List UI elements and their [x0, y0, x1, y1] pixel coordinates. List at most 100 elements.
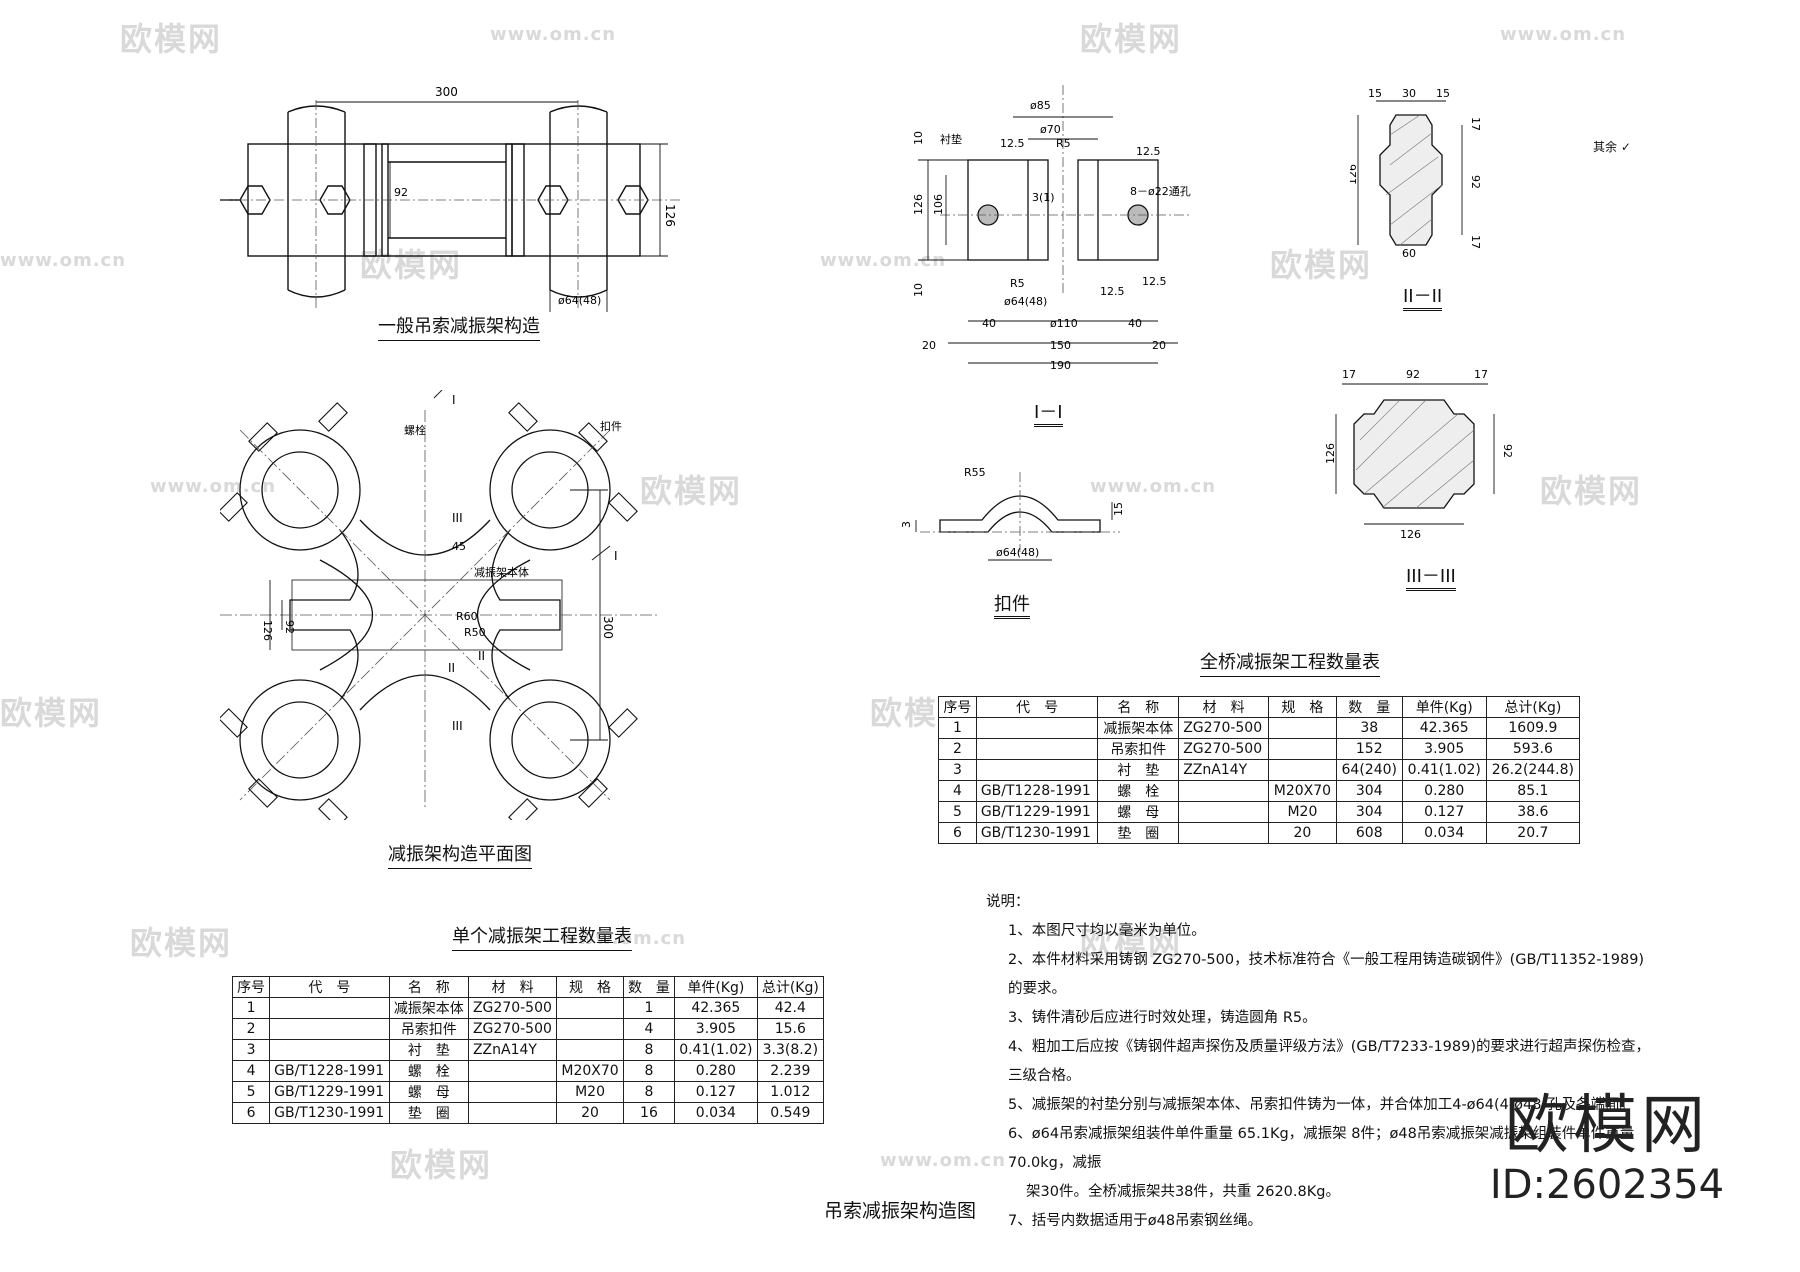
- sec1-dim-150: 150: [1050, 339, 1071, 352]
- table-cell: 0.41(1.02): [674, 1039, 758, 1061]
- sec1-rough: 12.5: [1000, 137, 1025, 150]
- table-cell: M20X70: [556, 1060, 624, 1082]
- sec3-dim-126: 126: [1400, 528, 1421, 541]
- table-cell: 38.6: [1485, 801, 1581, 823]
- plan-section-3: III: [452, 511, 463, 525]
- sec1-rough: 12.5: [1142, 275, 1167, 288]
- plan-clamp-label: 扣件: [600, 419, 622, 433]
- table-cell: [975, 759, 1099, 781]
- sec2-dim-92: 92: [1469, 175, 1482, 189]
- section-2-caption: II－II: [1403, 282, 1443, 311]
- table-cell: 20: [556, 1102, 624, 1124]
- sec1-r5: R5: [1056, 137, 1071, 150]
- plan-dim-126: 126: [261, 620, 274, 641]
- table-cell: [556, 997, 624, 1019]
- table-cell: [467, 1060, 558, 1082]
- table-cell: 3: [231, 1039, 271, 1061]
- surface-rest-note: 其余 ✓: [1593, 140, 1631, 154]
- table-cell: 1: [622, 997, 676, 1019]
- table-cell: [1178, 780, 1270, 802]
- sec1-dim-106: 106: [932, 194, 945, 215]
- plan-section-3: III: [452, 719, 463, 733]
- brand-logo-id: ID:2602354: [1489, 1162, 1725, 1208]
- table-cell: 4: [938, 780, 977, 802]
- sec1-liner: 衬垫: [940, 132, 962, 146]
- table-cell: 吊索扣件: [388, 1018, 469, 1040]
- table-cell: [556, 1018, 624, 1040]
- clamp-drawing: R55 15 3 ø64(48): [900, 466, 1125, 561]
- sec1-r5: R5: [1010, 277, 1025, 290]
- sec1-d110: ø110: [1050, 317, 1078, 330]
- table-cell: 15.6: [756, 1018, 825, 1040]
- table-cell: 减振架本体: [1097, 717, 1180, 739]
- table-cell: 8: [622, 1060, 676, 1082]
- table-header-row: 序号 代 号 名 称 材 料 规 格 数 量 单件(Kg) 总计(Kg): [231, 976, 825, 998]
- table-cell: GB/T1230-1991: [975, 822, 1099, 844]
- notes-block: 说明： 1、本图尺寸均以毫米为单位。 2、本件材料采用铸钢 ZG270-500，…: [978, 888, 1658, 1236]
- table-cell: GB/T1228-1991: [269, 1060, 390, 1082]
- table-cell: 衬 垫: [388, 1039, 469, 1061]
- table-cell: [1268, 738, 1337, 760]
- note-item: 架30件。全桥减振架共38件，共重 2620.8Kg。: [1026, 1184, 1340, 1200]
- sec2-dim-15: 15: [1436, 87, 1450, 100]
- table-cell: 1609.9: [1485, 717, 1581, 739]
- table-cell: ZG270-500: [1178, 717, 1270, 739]
- header-cell: 名 称: [388, 976, 469, 998]
- table-cell: 593.6: [1485, 738, 1581, 760]
- note-item: 7、括号内数据适用于ø48吊索钢丝绳。: [1008, 1213, 1263, 1229]
- table-cell: 5: [938, 801, 977, 823]
- sec1-dim-10: 10: [912, 131, 925, 145]
- table-cell: 8: [622, 1039, 676, 1061]
- section-1-drawing: ø85 ø70 衬垫 12.5 R5 12.5 8－ø22通孔 3(1) R5 …: [912, 85, 1191, 372]
- table-cell: [269, 1039, 390, 1061]
- table-cell: 2: [938, 738, 977, 760]
- single-table-caption: 单个减振架工程数量表: [452, 922, 632, 951]
- sec1-d70: ø70: [1040, 123, 1061, 136]
- plan-dim-300: 300: [601, 616, 615, 639]
- table-cell: 5: [231, 1081, 271, 1103]
- table-cell: M20: [556, 1081, 624, 1103]
- table-header-row: 序号 代 号 名 称 材 料 规 格 数 量 单件(Kg) 总计(Kg): [938, 696, 1581, 718]
- table-cell: 0.280: [1401, 780, 1487, 802]
- table-cell: 6: [938, 822, 977, 844]
- table-cell: 38: [1335, 717, 1403, 739]
- sheet-title: 吊索减振架构造图: [823, 1200, 976, 1222]
- table-cell: 304: [1335, 780, 1403, 802]
- sec2-dim-17: 17: [1469, 117, 1482, 131]
- note-item: 1、本图尺寸均以毫米为单位。: [1008, 923, 1206, 939]
- watermark-url: www.om.cn: [0, 250, 127, 271]
- table-cell: [467, 1102, 558, 1124]
- table-cell: 42.365: [1401, 717, 1487, 739]
- table-cell: 3.905: [1401, 738, 1487, 760]
- table-cell: 0.034: [1401, 822, 1487, 844]
- table-cell: [1268, 717, 1337, 739]
- sec1-dim-190: 190: [1050, 359, 1071, 372]
- header-cell: 数 量: [622, 976, 676, 998]
- header-cell: 材 料: [467, 976, 558, 998]
- table-cell: 0.127: [674, 1081, 758, 1103]
- table-cell: 4: [622, 1018, 676, 1040]
- watermark-brand: 欧模网: [1080, 20, 1183, 58]
- table-cell: [1178, 801, 1270, 823]
- section-3-drawing: 17 92 17 126 92 126: [1324, 368, 1514, 541]
- sec2-dim-15: 15: [1368, 87, 1382, 100]
- table-cell: [269, 1018, 390, 1040]
- sec1-d85: ø85: [1030, 99, 1051, 112]
- table-cell: GB/T1229-1991: [269, 1081, 390, 1103]
- table-cell: M20X70: [1268, 780, 1337, 802]
- sec3-dim-92: 92: [1501, 444, 1514, 458]
- watermark-brand: 欧模网: [130, 924, 233, 962]
- brand-logo-name: 欧模网: [1505, 1089, 1709, 1163]
- sec2-dim-17: 17: [1469, 235, 1482, 249]
- table-cell: 3.905: [674, 1018, 758, 1040]
- header-cell: 序号: [231, 976, 271, 998]
- sec1-dim-3: 3(1): [1032, 191, 1055, 204]
- table-cell: [975, 738, 1099, 760]
- plan-view-drawing: 300 126 92 45 R60 R50 减振架本体 螺栓 扣件 I I II…: [220, 390, 660, 820]
